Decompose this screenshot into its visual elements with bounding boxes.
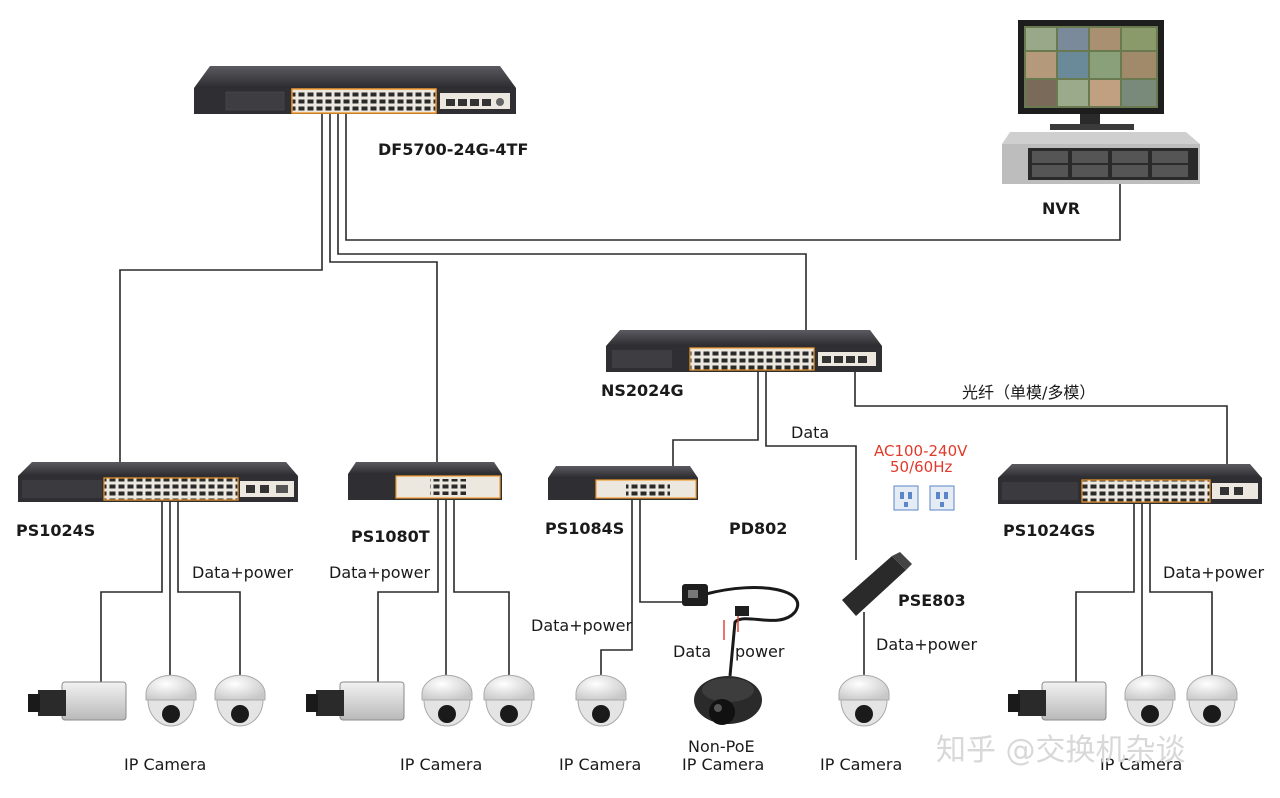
link-core-to-nvr [345,114,1121,241]
data-power-label-4: Data+power [876,635,977,654]
camera-caption-4b: IP Camera [682,755,764,774]
ac-voltage: AC100-240V [874,442,968,460]
drop-3a [600,500,633,676]
camera-caption-1: IP Camera [124,755,206,774]
dome-camera [421,674,473,727]
link-core-to-ns2024g [337,114,807,330]
link-fiber-to-ps1024gs [854,370,1228,466]
box-camera [1008,681,1107,721]
camera-caption-6: IP Camera [1100,755,1182,774]
ac-outlets [893,485,955,511]
non-poe-dome-camera [694,676,762,725]
data-power-label-5: Data+power [1163,563,1264,582]
drop-1c [177,502,241,676]
nvr-label: NVR [1042,199,1080,218]
ps1084s-label: PS1084S [545,519,624,538]
wires [100,114,1228,682]
core-switch-label: DF5700-24G-4TF [378,140,528,159]
pse803-label: PSE803 [898,591,966,610]
pd802-cable [705,586,799,677]
link-core-to-ps1080t [329,114,438,462]
agg-switch [606,330,882,372]
dome-camera [1186,674,1238,727]
ac-frequency: 50/60Hz [890,458,953,476]
ps1024s-label: PS1024S [16,521,95,540]
switch-ps1084s [548,466,698,500]
pd802-label: PD802 [729,519,787,538]
dome-camera [214,674,266,727]
dome-camera [575,674,627,727]
camera-caption-4a: Non-PoE [688,737,755,756]
drop-1a [100,502,163,682]
ps1080t-label: PS1080T [351,527,430,546]
drop-3b [639,500,690,603]
data-power-label-2: Data+power [329,563,430,582]
watermark: 知乎 @交换机杂谈 [936,733,1186,768]
pse803-injector [842,552,912,616]
camera-caption-5: IP Camera [820,755,902,774]
nvr-monitor [1018,20,1164,130]
link-core-to-ps1024s [119,114,323,462]
dome-camera [838,674,890,727]
box-camera [306,681,405,721]
split-power-label: power [735,642,785,661]
switch-ps1024s [18,462,298,502]
drop-2a [377,500,439,682]
switch-ps1024gs [998,464,1262,504]
nvr-recorder [1002,132,1200,184]
split-data-label: Data [673,642,711,661]
dome-camera [483,674,535,727]
data-power-label-1: Data+power [192,563,293,582]
core-switch [194,66,516,114]
data-power-label-3: Data+power [531,616,632,635]
link-ns-to-ps1084s [672,370,759,468]
drop-2c [453,500,510,676]
switch-ps1080t [348,462,502,500]
dome-camera [145,674,197,727]
data-label: Data [791,423,829,442]
box-camera [28,681,127,721]
pd802-splitter [682,584,749,616]
link-ns-to-pse803 [765,370,857,560]
camera-caption-3: IP Camera [559,755,641,774]
drop-4a [1075,502,1135,682]
drop-4c [1149,502,1213,676]
dome-camera [1124,674,1176,727]
fiber-label: 光纤（单模/多模） [962,383,1095,402]
camera-caption-2: IP Camera [400,755,482,774]
agg-switch-label: NS2024G [601,381,684,400]
ps1024gs-label: PS1024GS [1003,521,1095,540]
